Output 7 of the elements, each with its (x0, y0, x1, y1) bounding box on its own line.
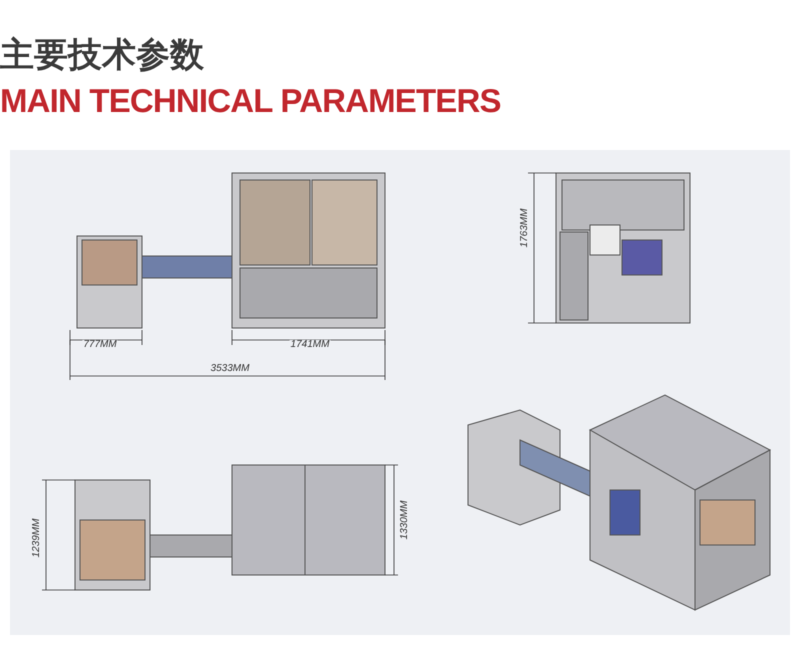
dimension-label: 777MM (82, 340, 118, 350)
dimension-label: 1330MM (400, 500, 410, 540)
dimension-label: 1763MM (520, 208, 530, 248)
dimension-label: 1239MM (32, 518, 42, 558)
dimension-label: 1741MM (290, 340, 330, 350)
subheading: MAIN TECHNICAL PARAMETERS (0, 84, 501, 117)
dimension-label: 3533MM (210, 364, 250, 374)
